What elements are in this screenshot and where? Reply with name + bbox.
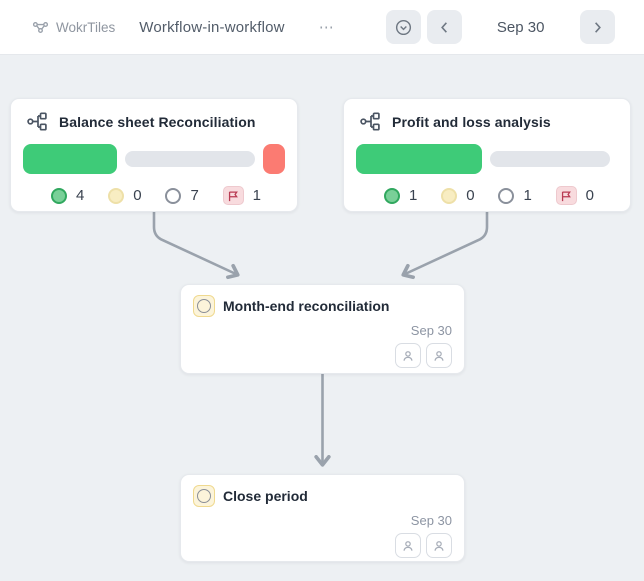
edge-workflow1-task1 [152, 210, 240, 280]
current-date-label: Sep 30 [496, 18, 545, 36]
workflow-title: Workflow-in-workflow [139, 18, 285, 36]
workflow-node-profit-loss[interactable]: Profit and loss analysis 1 0 1 [343, 98, 631, 212]
stat-in-progress: 0 [108, 187, 142, 204]
circle-chevron-down-icon [394, 18, 413, 37]
brand-logo-icon [32, 20, 49, 35]
task-status-icon [193, 485, 215, 507]
person-icon [434, 540, 444, 551]
prev-date-button[interactable] [426, 10, 462, 44]
brand[interactable]: WokrTiles [32, 20, 115, 35]
todo-dot-icon [498, 187, 515, 204]
progress-bar [356, 144, 618, 174]
stat-in-progress: 0 [441, 187, 475, 204]
workflow-node-header: Balance sheet Reconciliation [23, 112, 285, 131]
stat-flagged: 1 [222, 186, 261, 205]
todo-dot-icon [165, 187, 182, 204]
progress-done-segment [23, 144, 118, 174]
progress-bar [23, 144, 285, 174]
task-title: Close period [223, 488, 308, 504]
task-header: Month-end reconciliation [193, 295, 452, 317]
task-header: Close period [193, 485, 452, 507]
next-date-button[interactable] [579, 10, 615, 44]
assignee-row [193, 533, 452, 558]
progress-done-segment [356, 144, 482, 174]
task-title: Month-end reconciliation [223, 298, 390, 314]
person-icon [403, 350, 413, 361]
workflow-node-header: Profit and loss analysis [356, 112, 618, 131]
flag-icon [222, 186, 244, 205]
done-dot-icon [384, 187, 400, 204]
stat-done: 4 [51, 187, 84, 204]
chevron-right-icon [590, 20, 605, 35]
chevron-left-icon [437, 20, 452, 35]
person-icon [403, 540, 413, 551]
flag-icon [555, 186, 577, 205]
in-progress-dot-icon [441, 187, 458, 204]
in-progress-dot-icon [108, 187, 125, 204]
app-header: WokrTiles Workflow-in-workflow ⋯ Sep 30 [0, 0, 644, 55]
stat-done: 1 [384, 187, 417, 204]
task-node-close-period[interactable]: Close period Sep 30 [180, 474, 465, 562]
status-counts: 1 0 1 0 [356, 186, 618, 205]
task-due-date: Sep 30 [410, 323, 452, 338]
collapse-all-button[interactable] [385, 10, 421, 44]
header-controls: Sep 30 [385, 10, 615, 44]
person-icon [434, 350, 444, 361]
open-circle-icon [197, 299, 211, 313]
sitemap-icon [27, 112, 48, 131]
brand-label: WokrTiles [56, 19, 116, 35]
progress-track [125, 151, 255, 167]
task-due-date: Sep 30 [410, 513, 452, 528]
open-circle-icon [197, 489, 211, 503]
workflow-node-title: Balance sheet Reconciliation [59, 113, 256, 130]
assignee-avatar-button[interactable] [426, 533, 452, 558]
done-dot-icon [51, 187, 67, 204]
workflow-node-title: Profit and loss analysis [392, 113, 551, 130]
more-menu-button[interactable]: ⋯ [315, 16, 340, 39]
stat-todo: 1 [498, 187, 532, 204]
workflow-node-balance-sheet[interactable]: Balance sheet Reconciliation 4 0 7 [10, 98, 298, 212]
edge-workflow2-task1 [401, 210, 489, 280]
assignee-row [193, 343, 452, 368]
assignee-avatar-button[interactable] [395, 533, 421, 558]
workflow-canvas[interactable]: Balance sheet Reconciliation 4 0 7 [0, 55, 644, 581]
stat-todo: 7 [165, 187, 199, 204]
sitemap-icon [360, 112, 381, 131]
task-status-icon [193, 295, 215, 317]
assignee-avatar-button[interactable] [395, 343, 421, 368]
progress-blocked-segment [263, 144, 285, 174]
assignee-avatar-button[interactable] [426, 343, 452, 368]
progress-track [489, 151, 610, 167]
stat-flagged: 0 [555, 186, 594, 205]
task-node-month-end[interactable]: Month-end reconciliation Sep 30 [180, 284, 465, 374]
status-counts: 4 0 7 1 [23, 186, 285, 205]
